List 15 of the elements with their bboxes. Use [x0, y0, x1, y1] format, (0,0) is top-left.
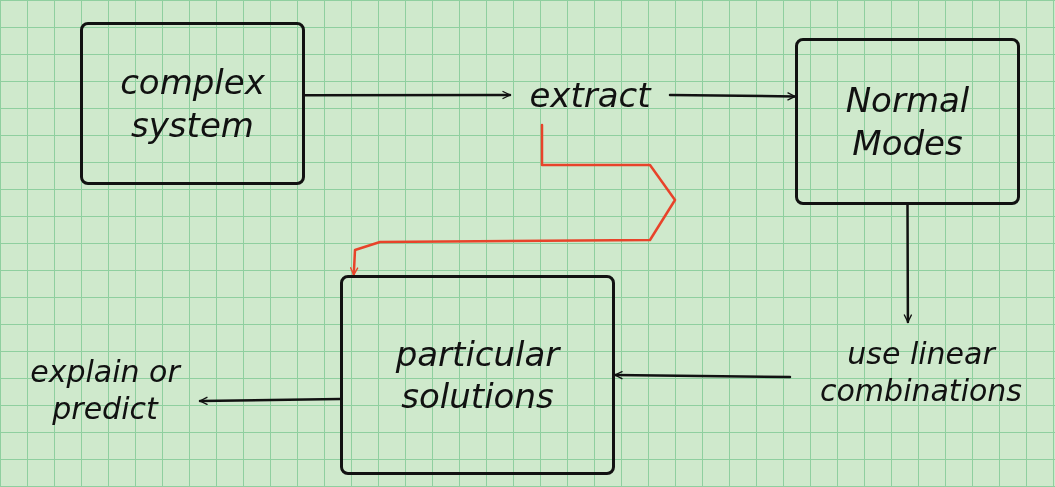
step-label: extract — [529, 73, 651, 117]
box-label: particular solutions — [394, 332, 562, 418]
process-box — [340, 275, 615, 475]
box-label: Normal Modes — [844, 79, 971, 164]
arrow — [303, 90, 512, 100]
arrow — [198, 396, 342, 406]
step-label: use linear combinations — [819, 334, 1023, 410]
process-box — [80, 22, 305, 185]
arrow — [668, 91, 797, 101]
arrow — [613, 370, 792, 380]
arrow — [349, 123, 677, 277]
box-label: complex system — [119, 61, 266, 146]
arrow — [903, 203, 913, 324]
process-box — [795, 38, 1020, 205]
step-label: explain or predict — [29, 352, 183, 428]
